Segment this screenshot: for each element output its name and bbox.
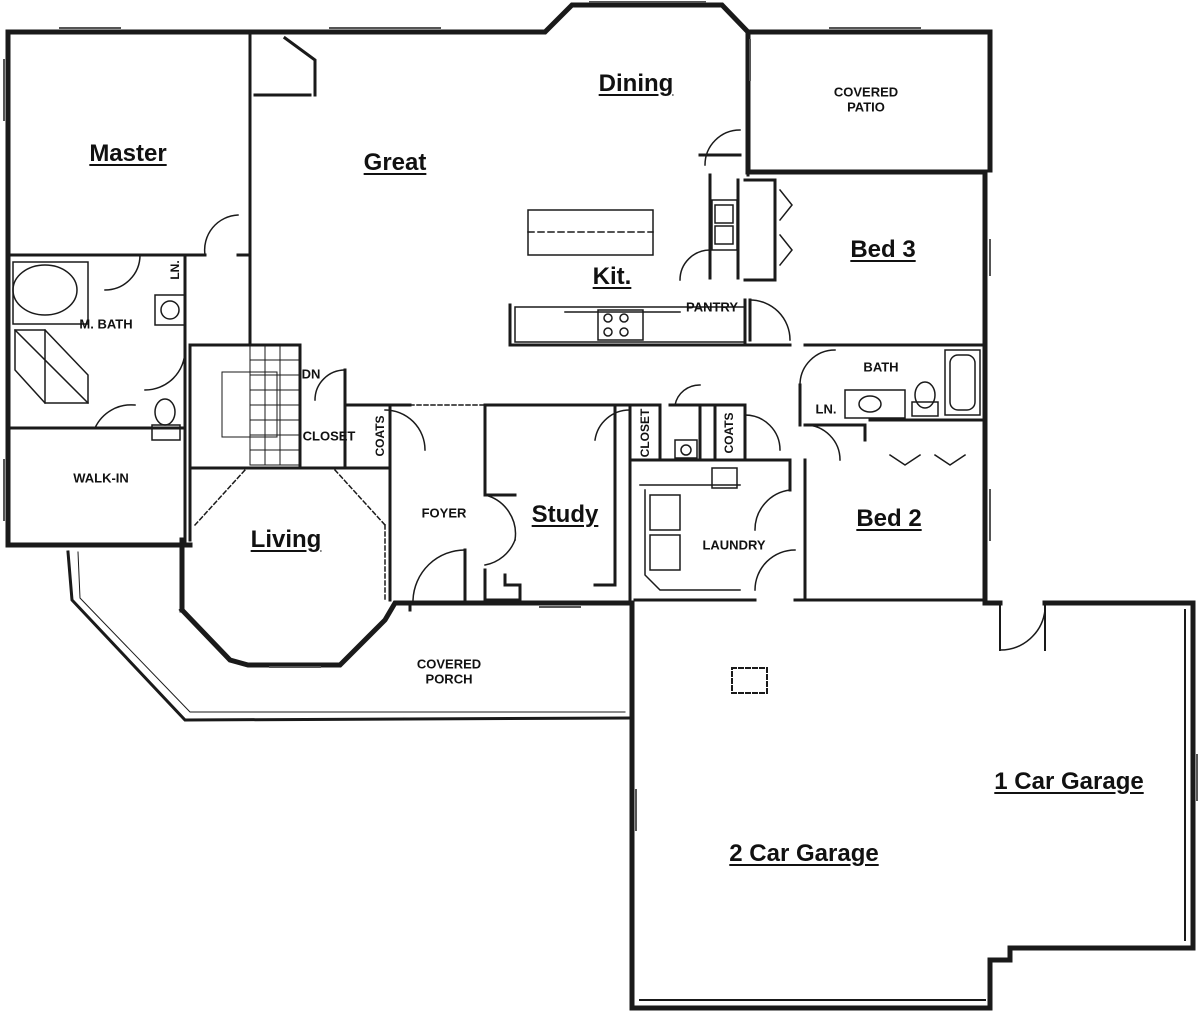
room-label-master-bath: M. BATH	[79, 316, 133, 332]
room-label-laundry: LAUNDRY	[702, 537, 766, 553]
room-label-linen-hall: LN.	[815, 401, 837, 417]
room-label-1-car-garage: 1 Car Garage	[994, 768, 1144, 795]
stairs	[221, 344, 301, 466]
room-label-kitchen: Kit.	[592, 263, 632, 290]
door-swings	[94, 129, 1046, 651]
room-label-2-car-garage: 2 Car Garage	[729, 840, 879, 867]
room-label-walk-in: WALK-IN	[73, 470, 129, 486]
garage-walls	[639, 602, 1186, 1001]
kitchen-fixtures	[514, 199, 746, 343]
room-label-closet-hall: CLOSET	[638, 408, 652, 458]
room-label-great: Great	[363, 149, 427, 176]
room-label-bed3: Bed 3	[850, 236, 916, 263]
room-label-master: Master	[89, 140, 167, 167]
living-bay-lines	[193, 279, 486, 601]
room-label-bed2: Bed 2	[856, 505, 922, 532]
room-label-covered-porch-line2: PORCH	[425, 671, 473, 687]
room-label-covered-patio-line2: PATIO	[847, 99, 885, 115]
windows	[3, 1, 1198, 831]
room-label-pantry: PANTRY	[686, 299, 738, 315]
bifold-doors	[778, 188, 967, 466]
room-label-study: Study	[531, 501, 599, 528]
room-label-living: Living	[250, 526, 322, 553]
room-label-linen-master: LN.	[168, 260, 182, 280]
exterior-walls	[5, 2, 1196, 1011]
room-label-dining: Dining	[598, 70, 674, 97]
porch-outline	[66, 550, 632, 722]
room-label-coats-hall: COATS	[722, 412, 736, 454]
porch-rail	[77, 551, 626, 713]
room-label-covered-patio-line1: COVERED	[833, 84, 899, 100]
interior-walls	[8, 30, 987, 612]
room-label-closet-stair: CLOSET	[302, 428, 356, 444]
bath-fixtures	[12, 261, 981, 591]
stair-label-down: DN	[301, 366, 321, 382]
room-label-bath: BATH	[863, 359, 899, 375]
room-label-covered-porch-line1: COVERED	[416, 656, 482, 672]
room-label-foyer: FOYER	[421, 505, 467, 521]
room-label-coats-foyer: COATS	[373, 415, 387, 457]
